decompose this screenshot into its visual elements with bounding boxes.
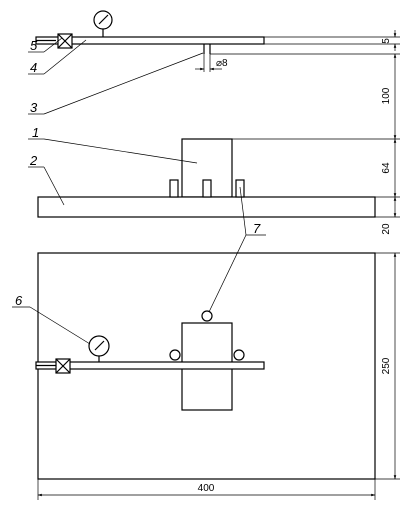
label-6: 6 — [15, 293, 23, 308]
label-5: 5 — [30, 38, 38, 53]
front-view — [37, 138, 376, 218]
dim-64: 64 — [232, 138, 400, 198]
dim-400-text: 400 — [198, 483, 215, 494]
support-pin — [201, 310, 213, 322]
support-pin — [169, 349, 181, 361]
leader-5: 5 — [28, 37, 63, 53]
leader-7: 7 — [208, 186, 266, 313]
pressure-gauge-icon — [93, 10, 113, 37]
support-pin — [169, 179, 245, 198]
dim-400: 400 — [37, 479, 376, 500]
dim-5-text: 5 — [381, 38, 392, 44]
base-plate — [37, 196, 376, 218]
dim-100-text: 100 — [381, 87, 392, 104]
label-1: 1 — [32, 125, 39, 140]
label-2: 2 — [29, 153, 38, 168]
label-7: 7 — [253, 221, 261, 236]
dim-20: 20 — [375, 196, 400, 235]
dim-diameter-8-text: ⌀8 — [216, 58, 228, 69]
dim-5: 5 — [264, 30, 400, 51]
label-4: 4 — [30, 60, 37, 75]
leader-4: 4 — [28, 39, 87, 75]
label-3: 3 — [30, 100, 38, 115]
support-pin — [233, 349, 245, 361]
valve-icon — [55, 358, 71, 374]
leader-6: 6 — [12, 293, 91, 345]
dim-diameter-8: ⌀8 — [195, 54, 228, 72]
dim-100: 100 — [210, 53, 400, 140]
dim-64-text: 64 — [381, 162, 392, 174]
dim-250-text: 250 — [381, 357, 392, 374]
leader-3: 3 — [28, 52, 204, 115]
plan-view — [35, 252, 376, 480]
valve-icon — [57, 33, 73, 49]
dim-20-text: 20 — [381, 223, 392, 235]
pipe-assembly-side — [35, 10, 265, 54]
leader-2: 2 — [28, 153, 65, 206]
leader-1: 1 — [28, 125, 198, 164]
dim-250: 250 — [375, 252, 400, 480]
pressure-gauge-icon — [88, 335, 110, 362]
